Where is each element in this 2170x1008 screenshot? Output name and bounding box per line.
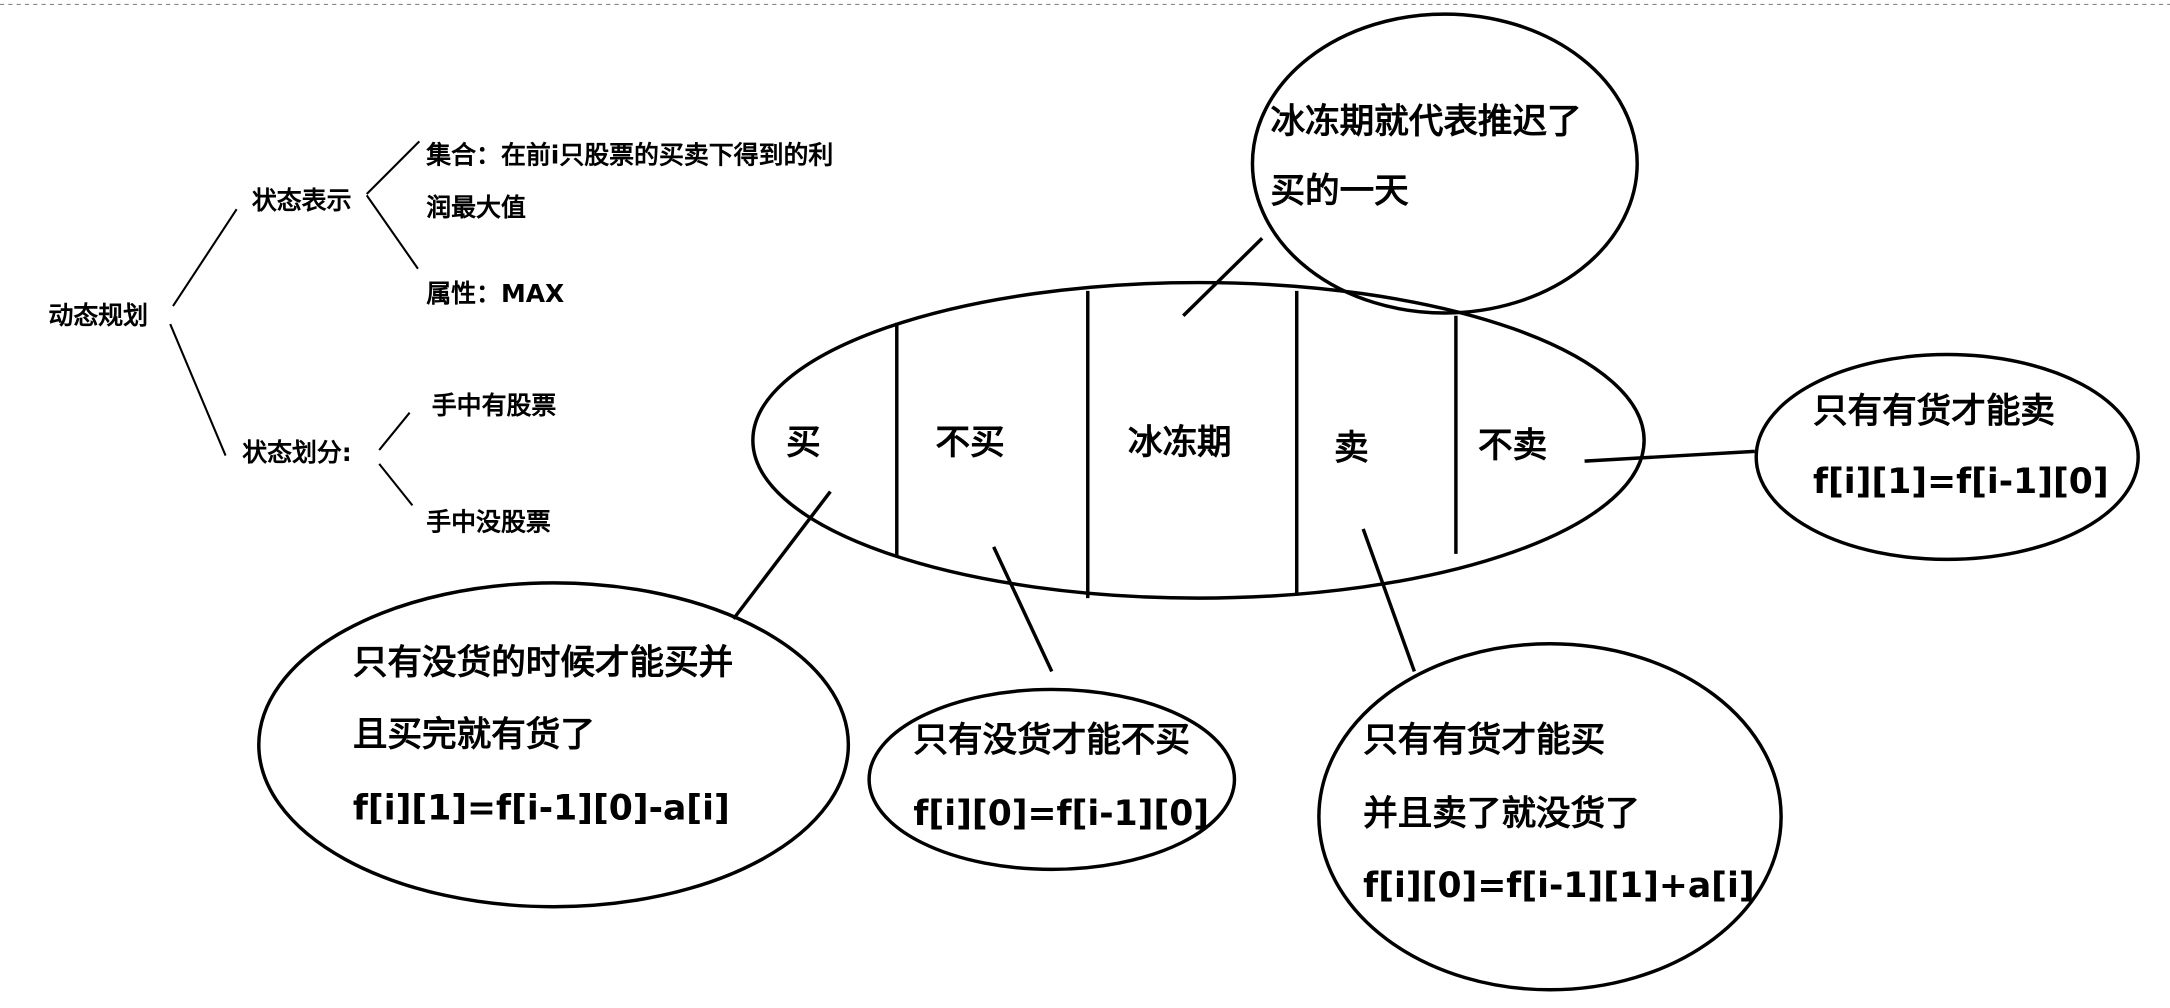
mind-tree: 动态规划 状态表示 集合：在前i只股票的买卖下得到的利 润最大值 属性：MAX … bbox=[48, 141, 833, 537]
note-not-buy: 只有没货才能不买 f[i][0]=f[i-1][0] bbox=[867, 546, 1237, 872]
connector-line bbox=[365, 194, 419, 270]
section-freeze: 冰冻期 bbox=[1128, 423, 1232, 463]
tree-no-stock: 手中没股票 bbox=[426, 507, 551, 536]
section-buy: 买 bbox=[786, 423, 821, 463]
tree-state-split: 状态划分: bbox=[242, 438, 352, 467]
connector-line bbox=[378, 463, 414, 507]
main-ellipse bbox=[751, 280, 1646, 600]
connector-line bbox=[1361, 528, 1417, 673]
tree-has-stock: 手中有股票 bbox=[432, 391, 557, 420]
note-text: 并且卖了就没货了 bbox=[1363, 794, 1640, 834]
note-text: 只有没货才能不买 bbox=[913, 721, 1190, 761]
note-text: f[i][1]=f[i-1][0] bbox=[1813, 462, 2109, 502]
connector-line bbox=[169, 323, 227, 456]
connector-line bbox=[992, 546, 1054, 673]
state-ellipse: 买 不买 冰冻期 卖 不卖 bbox=[751, 280, 1646, 600]
note-text: 只有没货的时候才能买并 bbox=[353, 643, 733, 683]
note-ellipse bbox=[867, 687, 1237, 872]
connector-line bbox=[1584, 449, 1755, 463]
note-text: 冰冻期就代表推迟了 bbox=[1270, 102, 1581, 142]
section-not-sell: 不卖 bbox=[1478, 426, 1547, 466]
connector-line bbox=[172, 208, 238, 307]
tree-set-line2: 润最大值 bbox=[426, 193, 526, 222]
note-text: 只有有货才能卖 bbox=[1813, 391, 2055, 431]
note-text: 买的一天 bbox=[1270, 171, 1409, 211]
connector-line bbox=[366, 140, 421, 195]
note-text: f[i][1]=f[i-1][0]-a[i] bbox=[353, 789, 730, 829]
note-ellipse bbox=[1250, 12, 1639, 315]
note-text: 且买完就有货了 bbox=[353, 715, 595, 755]
connector-line bbox=[378, 412, 411, 451]
note-buy: 只有没货的时候才能买并 且买完就有货了 f[i][1]=f[i-1][0]-a[… bbox=[257, 490, 851, 909]
note-sell: 只有有货才能买 并且卖了就没货了 f[i][0]=f[i-1][1]+a[i] bbox=[1317, 528, 1783, 992]
tree-attr: 属性：MAX bbox=[426, 279, 564, 308]
connector-line bbox=[1182, 237, 1264, 318]
note-not-sell: 只有有货才能卖 f[i][1]=f[i-1][0] bbox=[1584, 352, 2140, 562]
section-not-buy: 不买 bbox=[936, 423, 1005, 463]
section-sell: 卖 bbox=[1334, 429, 1369, 469]
note-ellipse bbox=[1754, 352, 2140, 562]
note-freeze: 冰冻期就代表推迟了 买的一天 bbox=[1182, 12, 1639, 318]
tree-set-line1: 集合：在前i只股票的买卖下得到的利 bbox=[425, 141, 833, 170]
note-text: f[i][0]=f[i-1][0] bbox=[913, 794, 1209, 834]
tree-root: 动态规划 bbox=[48, 301, 148, 330]
note-ellipse bbox=[257, 581, 851, 909]
connector-line bbox=[732, 490, 832, 620]
tree-state-repr: 状态表示 bbox=[252, 186, 352, 215]
note-ellipse bbox=[1317, 642, 1783, 992]
note-text: 只有有货才能买 bbox=[1363, 721, 1605, 761]
note-text: f[i][0]=f[i-1][1]+a[i] bbox=[1363, 866, 1755, 906]
